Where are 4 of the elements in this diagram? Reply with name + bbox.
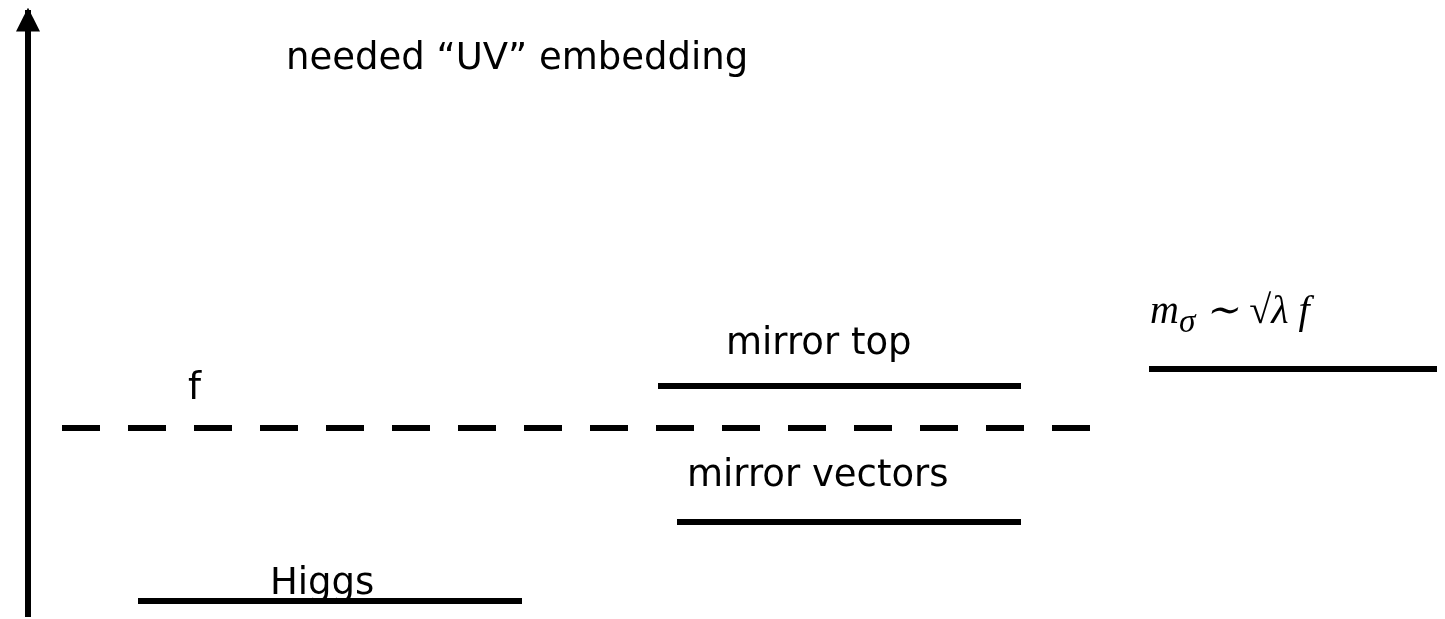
level-label: mirror top xyxy=(726,323,912,360)
level-label: mirror vectors xyxy=(687,455,949,492)
title-text: needed “UV” embedding xyxy=(286,38,749,75)
scale-label: f xyxy=(188,368,202,405)
